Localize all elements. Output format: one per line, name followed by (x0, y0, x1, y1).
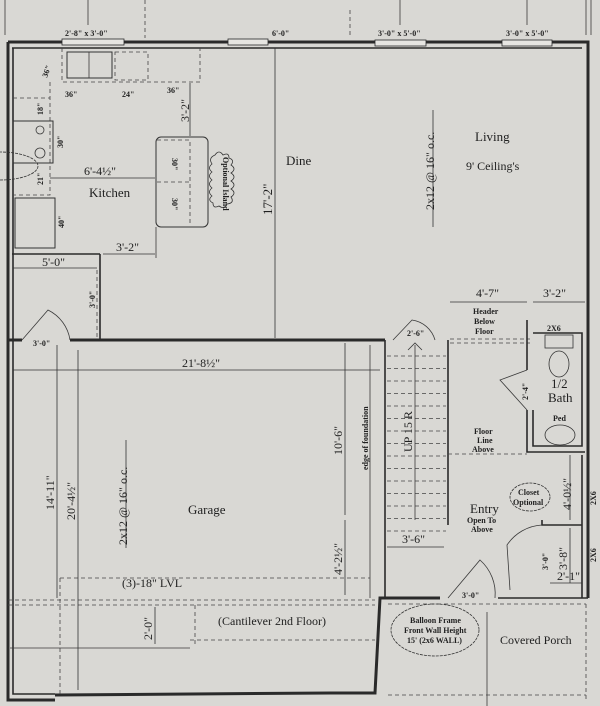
window-label-living-2: 3'-0" x 5'-0" (506, 29, 549, 38)
stairs[interactable] (384, 319, 449, 598)
dim-18: 18" (36, 103, 45, 115)
note-closet-1: Closet (518, 488, 540, 497)
dim-36-corner: 36" (40, 64, 53, 79)
reference-lines (4, 0, 592, 38)
dim-10-6: 10'-6" (331, 426, 345, 455)
note-2x6-bath: 2X6 (547, 324, 561, 333)
note-balloon-3: 15' (2x6 WALL) (407, 636, 462, 645)
dim-kitchen-bottom: 3'-2" (116, 240, 139, 254)
dim-closet-height: 4'-0½" (560, 478, 574, 510)
range (12, 120, 54, 164)
dim-hall: 4'-7" (476, 286, 499, 300)
note-header-2: Below (474, 317, 495, 326)
dim-garage-20-4: 20'-4½" (64, 482, 78, 520)
window-label-dine: 6'-0" (272, 29, 289, 38)
dim-closet-depth: 3'-8" (556, 547, 570, 570)
note-closet-2: Optional (513, 498, 544, 507)
dim-36-right: 36" (167, 86, 179, 95)
dim-pantry: 5'-0" (42, 255, 65, 269)
window-dine (227, 38, 269, 46)
note-ceiling: 9' Ceiling's (466, 159, 520, 173)
stair-door-swing (392, 319, 436, 341)
refrigerator (14, 197, 56, 249)
dim-bath-door: 2'-4" (521, 383, 530, 400)
cloud-balloon-frame (390, 603, 480, 657)
dim-closet-width: 2'-1" (557, 569, 580, 583)
dim-kitchen-width: 6'-4½" (84, 164, 116, 178)
half-bath-walls (499, 320, 585, 453)
dim-island-gap: 3'-2" (178, 99, 192, 122)
front-door-swing (447, 559, 496, 599)
note-floor-line-3: Above (472, 445, 494, 454)
sink (66, 51, 113, 79)
note-optional-island: Optional Island (221, 157, 230, 211)
note-header-1: Header (473, 307, 499, 316)
dishwasher (114, 51, 149, 81)
window-living-1 (374, 39, 427, 47)
window-living-2 (501, 39, 553, 47)
toilet-tank (544, 334, 574, 349)
dim-garage-14-11: 14'-11" (43, 475, 57, 510)
dim-stair-width: 3'-6" (402, 532, 425, 546)
room-label-garage: Garage (188, 502, 226, 517)
note-joist-living: 2x12 @ 16" o.c. (423, 132, 437, 210)
room-label-entry: Entry (470, 501, 499, 516)
dim-30: 30" (56, 136, 65, 148)
dim-dine-length: 17'-2" (260, 184, 275, 215)
dim-21: 21" (36, 173, 45, 185)
dim-island-30b: 30" (170, 198, 179, 210)
room-label-kitchen: Kitchen (89, 185, 131, 200)
note-floor-line-2: Line (477, 436, 493, 445)
note-balloon-2: Front Wall Height (404, 626, 467, 635)
cloud-closet (509, 482, 551, 512)
bath-label-1: 1/2 (551, 376, 568, 391)
dim-garage-door: 3'-0" (33, 339, 50, 348)
dim-2-0: 2'-0" (141, 617, 155, 640)
entry-note-1: Open To (467, 516, 496, 525)
bath-label-2: Bath (548, 390, 573, 405)
note-cantilever: (Cantilever 2nd Floor) (218, 614, 326, 628)
garage-walls (8, 309, 385, 694)
dim-garage-width: 21'-8½" (182, 356, 220, 370)
pedestal-sink (544, 424, 576, 446)
note-lvl: (3)-18" LVL (122, 576, 182, 590)
room-label-living: Living (475, 129, 510, 144)
dim-24-dw: 24" (122, 90, 134, 99)
note-edge-foundation: edge of foundation (361, 406, 370, 470)
cloud-ceiling (0, 151, 39, 181)
entry-note-2: Above (471, 525, 493, 534)
cloud-optional-island (209, 151, 235, 208)
garage-door-swing (21, 309, 71, 341)
optional-island (155, 136, 209, 228)
note-floor-line-1: Floor (474, 427, 493, 436)
note-2x6-closet-2: 2X6 (589, 548, 598, 562)
note-2x6-closet: 2X6 (589, 491, 598, 505)
note-balloon-1: Balloon Frame (410, 616, 461, 625)
dim-front-door: 3'-0" (462, 591, 479, 600)
note-ped: Ped (553, 414, 566, 423)
dim-stair-door: 2'-6" (407, 329, 424, 338)
exterior-walls (6, 38, 590, 702)
note-joist-garage: 2x12 @ 16" o.c. (116, 467, 130, 545)
dim-closet-door: 3'-0" (541, 553, 550, 570)
window-label-kitchen: 2'-8" x 3'-0" (65, 29, 108, 38)
window-kitchen (61, 38, 125, 46)
dim-island-30a: 30" (170, 158, 179, 170)
room-label-dine: Dine (286, 153, 312, 168)
dim-4-2: 4'-2½" (331, 543, 345, 575)
note-header-3: Floor (475, 327, 494, 336)
window-label-living-1: 3'-0" x 5'-0" (378, 29, 421, 38)
dim-bath-width: 3'-2" (543, 286, 566, 300)
dim-36-sink: 36" (65, 90, 77, 99)
covered-porch (388, 603, 587, 706)
entry-walls (447, 455, 583, 599)
note-stairs: UP 15 R (401, 411, 415, 452)
dim-pantry-door: 3'-0" (88, 291, 97, 308)
room-label-porch: Covered Porch (500, 633, 572, 647)
dim-40: 40" (57, 216, 66, 228)
toilet (548, 350, 570, 378)
kitchen-cabinets (12, 48, 209, 340)
